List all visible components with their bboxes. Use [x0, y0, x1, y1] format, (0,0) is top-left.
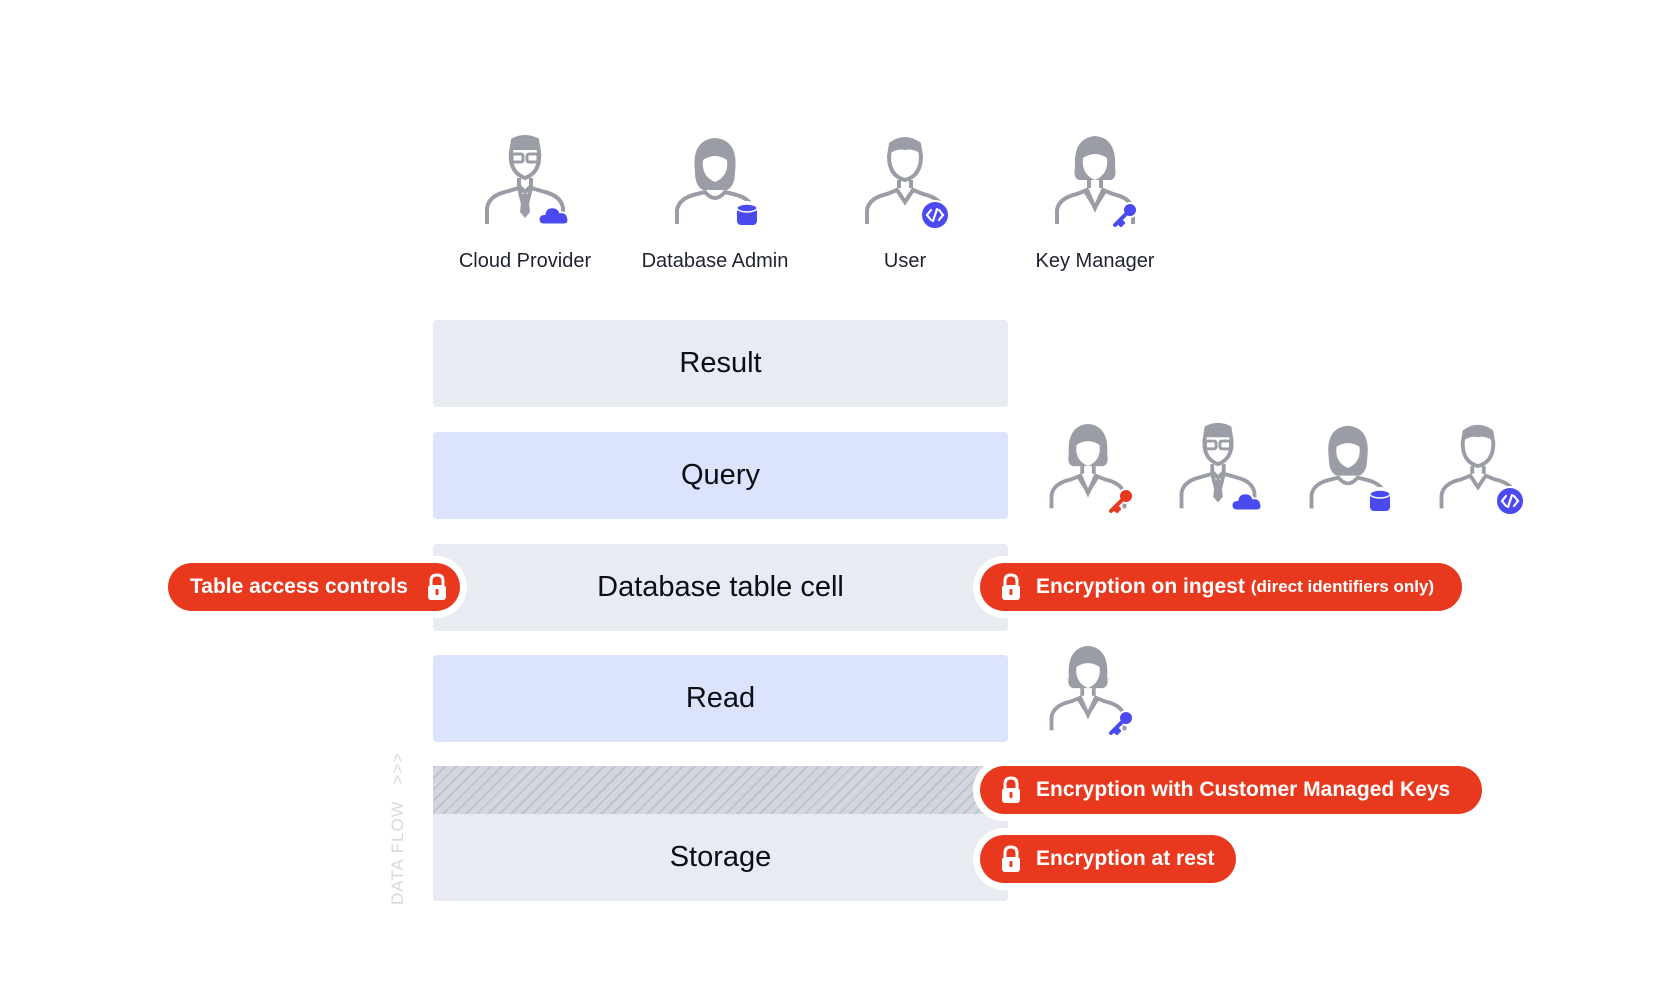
pill-encryption-on-ingest: Encryption on ingest (direct identifiers…	[980, 563, 1462, 611]
persona-label: Database Admin	[641, 250, 789, 272]
pill-encryption-cmk: Encryption with Customer Managed Keys	[980, 766, 1482, 814]
query-personas	[1040, 420, 1540, 530]
persona-database-admin: Database Admin	[625, 132, 805, 282]
data-flow-label: DATA FLOW >>>	[388, 752, 408, 905]
pill-label: Encryption on ingest	[1036, 575, 1245, 598]
key-icon	[1110, 200, 1140, 230]
pill-label: Encryption at rest	[1036, 847, 1215, 870]
key-icon	[1106, 708, 1136, 738]
pill-table-access-controls: Table access controls	[168, 563, 460, 611]
key-icon	[1106, 486, 1136, 516]
layer-result: Result	[433, 320, 1008, 407]
layer-query: Query	[433, 432, 1008, 519]
cloud-icon	[537, 202, 571, 228]
persona-label: Cloud Provider	[458, 250, 592, 272]
cloud-icon	[1230, 488, 1264, 514]
code-icon	[920, 200, 950, 230]
code-icon	[1495, 486, 1525, 516]
data-flow-arrows-icon: >>>	[388, 751, 407, 785]
persona-label: User	[883, 250, 927, 272]
pill-label: Encryption with Customer Managed Keys	[1036, 778, 1451, 801]
layer-database-table-cell: Database table cell	[433, 544, 1008, 631]
persona-key-manager: Key Manager	[1005, 132, 1185, 282]
database-icon	[732, 200, 762, 230]
pill-encryption-at-rest: Encryption at rest	[980, 835, 1236, 883]
persona-user: User	[815, 132, 995, 282]
pill-note: (direct identifiers only)	[1250, 577, 1435, 596]
lock-icon	[1000, 573, 1022, 601]
data-flow-text: DATA FLOW	[388, 800, 407, 905]
layer-storage: Storage	[433, 814, 1008, 901]
lock-icon	[426, 573, 448, 601]
persona-cloud-provider: Cloud Provider	[435, 132, 615, 282]
lock-icon	[1000, 776, 1022, 804]
database-icon	[1365, 486, 1395, 516]
read-persona	[1040, 642, 1140, 752]
cmk-hatched-band	[433, 766, 1008, 814]
layer-read: Read	[433, 655, 1008, 742]
persona-label: Key Manager	[1035, 250, 1155, 272]
lock-icon	[1000, 845, 1022, 873]
pill-label: Table access controls	[190, 575, 408, 598]
